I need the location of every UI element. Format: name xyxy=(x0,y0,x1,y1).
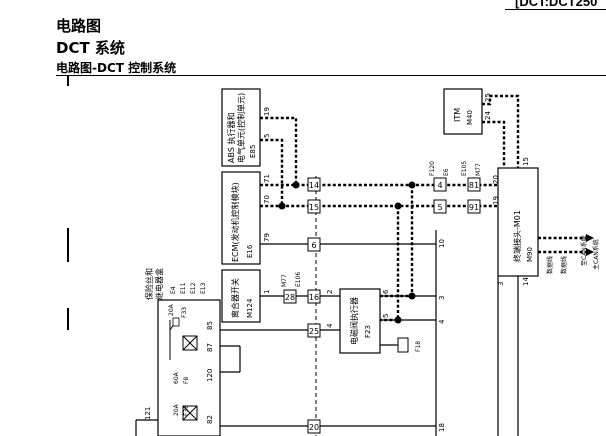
junction-name: 终端接头-M01 xyxy=(512,210,522,262)
ecm-unit: ECM(发动机控制模块) E16 xyxy=(221,171,261,265)
svg-text:85: 85 xyxy=(206,321,214,330)
section-title: 电路图-DCT 控制系统 xyxy=(56,61,177,75)
box-label: 28 xyxy=(285,293,295,302)
fuse-rating: 20A xyxy=(168,303,175,316)
svg-text:19: 19 xyxy=(492,196,500,205)
box-label: 14 xyxy=(309,181,319,190)
splice-points xyxy=(278,181,416,324)
page-title: 电路图 xyxy=(56,17,102,35)
svg-text:87: 87 xyxy=(206,343,214,352)
svg-text:18: 18 xyxy=(438,423,446,432)
itm-unit: ITM M40 xyxy=(443,88,483,135)
box-label: 25 xyxy=(309,327,319,336)
fusebox-code: E4 xyxy=(170,286,177,294)
fuse-relay-box: 保险丝和 继电器盒 E4 E11 E12 E13 20A F33 60A F8 … xyxy=(144,268,221,436)
sensor-code: F18 xyxy=(415,341,422,352)
connector-codes: F120 E6 E105 M77 M77 E106 xyxy=(281,161,482,287)
box-label: 81 xyxy=(469,181,479,190)
svg-text:10: 10 xyxy=(438,239,446,248)
svg-text:71: 71 xyxy=(263,174,271,183)
power-wires xyxy=(135,230,519,436)
box-label: 16 xyxy=(309,293,319,302)
model-tag: [DCT:DCT250 xyxy=(515,0,598,9)
svg-text:5: 5 xyxy=(263,134,271,138)
svg-text:25: 25 xyxy=(484,93,492,102)
junction-code: M90 xyxy=(526,247,534,262)
abs-name-1: ABS 执行器和 xyxy=(226,113,236,163)
box-label: 20 xyxy=(309,423,319,432)
can-target: 主CAN系统 xyxy=(592,239,600,270)
fuse-code: F38 xyxy=(183,405,190,416)
clutch-name: 离合器开关 xyxy=(230,278,240,318)
svg-text:20: 20 xyxy=(492,175,500,184)
svg-text:3: 3 xyxy=(497,282,505,286)
abs-code: E85 xyxy=(249,145,257,158)
solenoid-actuator: 电磁阀执行器 F23 xyxy=(339,288,381,354)
fusebox-code: E12 xyxy=(190,282,197,294)
svg-text:15: 15 xyxy=(522,157,530,166)
connector-code: E105 xyxy=(461,161,468,176)
box-label: 91 xyxy=(469,203,479,212)
connector-code: E106 xyxy=(295,272,302,287)
svg-text:79: 79 xyxy=(263,233,271,242)
can-output: 数据线 数据线 至CAN系统 主CAN系统 xyxy=(546,234,600,274)
fuse-rating: 20A xyxy=(173,403,180,416)
can-label: 数据线 xyxy=(560,256,568,274)
fusebox-name-2: 继电器盒 xyxy=(154,268,164,300)
fusebox-code: E11 xyxy=(180,282,187,294)
svg-text:5: 5 xyxy=(382,314,390,318)
svg-text:4: 4 xyxy=(438,319,446,324)
svg-text:24: 24 xyxy=(484,111,492,120)
svg-text:120: 120 xyxy=(206,369,214,382)
box-label: 4 xyxy=(437,181,442,190)
header-rule xyxy=(505,9,606,10)
svg-text:82: 82 xyxy=(206,415,214,424)
svg-text:121: 121 xyxy=(144,407,152,420)
itm-code: M40 xyxy=(466,110,474,125)
fuse-code: F33 xyxy=(181,307,188,318)
page-subtitle: DCT 系统 xyxy=(56,39,125,57)
ecm-code: E16 xyxy=(246,244,254,258)
fusebox-name-1: 保险丝和 xyxy=(144,268,154,300)
svg-text:6: 6 xyxy=(382,289,390,294)
svg-text:70: 70 xyxy=(263,195,271,204)
clutch-switch: 离合器开关 M124 xyxy=(221,269,261,323)
fusebox-code: E13 xyxy=(200,282,207,294)
svg-text:4: 4 xyxy=(326,323,334,328)
fuse-rating: 60A xyxy=(173,371,180,384)
actuator-code: F23 xyxy=(364,325,372,338)
can-target: 至CAN系统 xyxy=(580,235,588,266)
abs-name-2: 电气单元(控制单元) xyxy=(236,93,246,163)
section-rule xyxy=(56,75,606,76)
box-label: 15 xyxy=(309,203,319,212)
box-label: 6 xyxy=(311,241,316,250)
actuator-name: 电磁阀执行器 xyxy=(349,297,359,345)
joint-connector: 终端接头-M01 M90 xyxy=(497,167,539,277)
itm-name: ITM xyxy=(453,108,462,122)
connector-code: F120 xyxy=(429,161,436,176)
svg-text:1: 1 xyxy=(263,290,271,294)
clutch-code: M124 xyxy=(246,298,254,318)
ecm-name: ECM(发动机控制模块) xyxy=(230,182,240,262)
connector-code: M77 xyxy=(475,163,482,176)
sensor-f18: F18 xyxy=(397,337,422,353)
connector-code: E6 xyxy=(443,168,450,176)
svg-text:2: 2 xyxy=(326,290,334,294)
can-label: 数据线 xyxy=(546,256,554,274)
abs-actuator-unit: ABS 执行器和 电气单元(控制单元) E85 xyxy=(221,88,261,167)
fuse-code: F8 xyxy=(183,377,190,384)
pin-numbers: 19 5 71 70 79 25 24 15 20 19 3 14 1 2 6 … xyxy=(144,93,530,432)
box-label: 5 xyxy=(437,203,442,212)
connector-boxes: 14 15 6 28 16 25 20 4 5 81 91 xyxy=(283,177,481,434)
svg-text:19: 19 xyxy=(263,107,271,116)
connector-code: M77 xyxy=(281,274,288,287)
svg-text:3: 3 xyxy=(438,296,446,300)
svg-text:14: 14 xyxy=(522,277,530,286)
